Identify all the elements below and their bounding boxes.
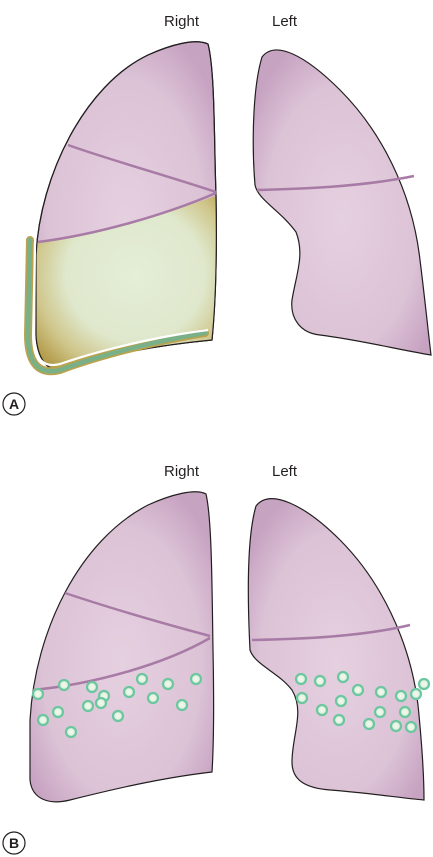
nodule xyxy=(353,685,363,695)
left-lung-outline xyxy=(253,50,431,355)
right-lung xyxy=(36,42,216,370)
nodule xyxy=(396,691,406,701)
panel-letter-a: A xyxy=(3,393,25,415)
nodule xyxy=(406,722,416,732)
nodule xyxy=(66,727,76,737)
nodule xyxy=(38,715,48,725)
panel-a: Right Left A xyxy=(3,13,431,415)
nodule xyxy=(33,689,43,699)
right-lung-label: Right xyxy=(164,13,200,30)
nodule xyxy=(148,693,158,703)
nodule xyxy=(364,719,374,729)
nodule xyxy=(297,693,307,703)
left-lung-label: Left xyxy=(272,13,298,30)
nodule xyxy=(338,672,348,682)
nodule xyxy=(59,680,69,690)
nodule xyxy=(411,689,421,699)
nodule xyxy=(113,711,123,721)
nodule xyxy=(83,701,93,711)
nodule xyxy=(400,707,410,717)
nodule xyxy=(96,698,106,708)
nodule xyxy=(375,707,385,717)
nodule xyxy=(376,687,386,697)
nodule xyxy=(317,705,327,715)
nodule xyxy=(177,700,187,710)
nodule xyxy=(419,679,429,689)
left-lung-label: Left xyxy=(272,463,298,480)
panel-letter-b: B xyxy=(3,832,25,854)
right-lung-outline xyxy=(30,492,214,802)
nodule xyxy=(334,715,344,725)
right-lung-label: Right xyxy=(164,463,200,480)
nodule xyxy=(87,682,97,692)
nodule xyxy=(296,674,306,684)
nodule xyxy=(53,707,63,717)
nodule xyxy=(137,674,147,684)
nodule xyxy=(336,696,346,706)
svg-text:A: A xyxy=(9,396,19,412)
svg-text:B: B xyxy=(9,835,19,851)
left-lung xyxy=(253,50,431,355)
panel-b: Right Left xyxy=(3,463,429,854)
nodule xyxy=(315,676,325,686)
left-lung xyxy=(248,499,424,800)
left-lung-outline xyxy=(248,499,424,800)
right-lung xyxy=(30,492,214,802)
nodule xyxy=(191,674,201,684)
nodule xyxy=(124,687,134,697)
nodule xyxy=(391,721,401,731)
nodule xyxy=(163,679,173,689)
